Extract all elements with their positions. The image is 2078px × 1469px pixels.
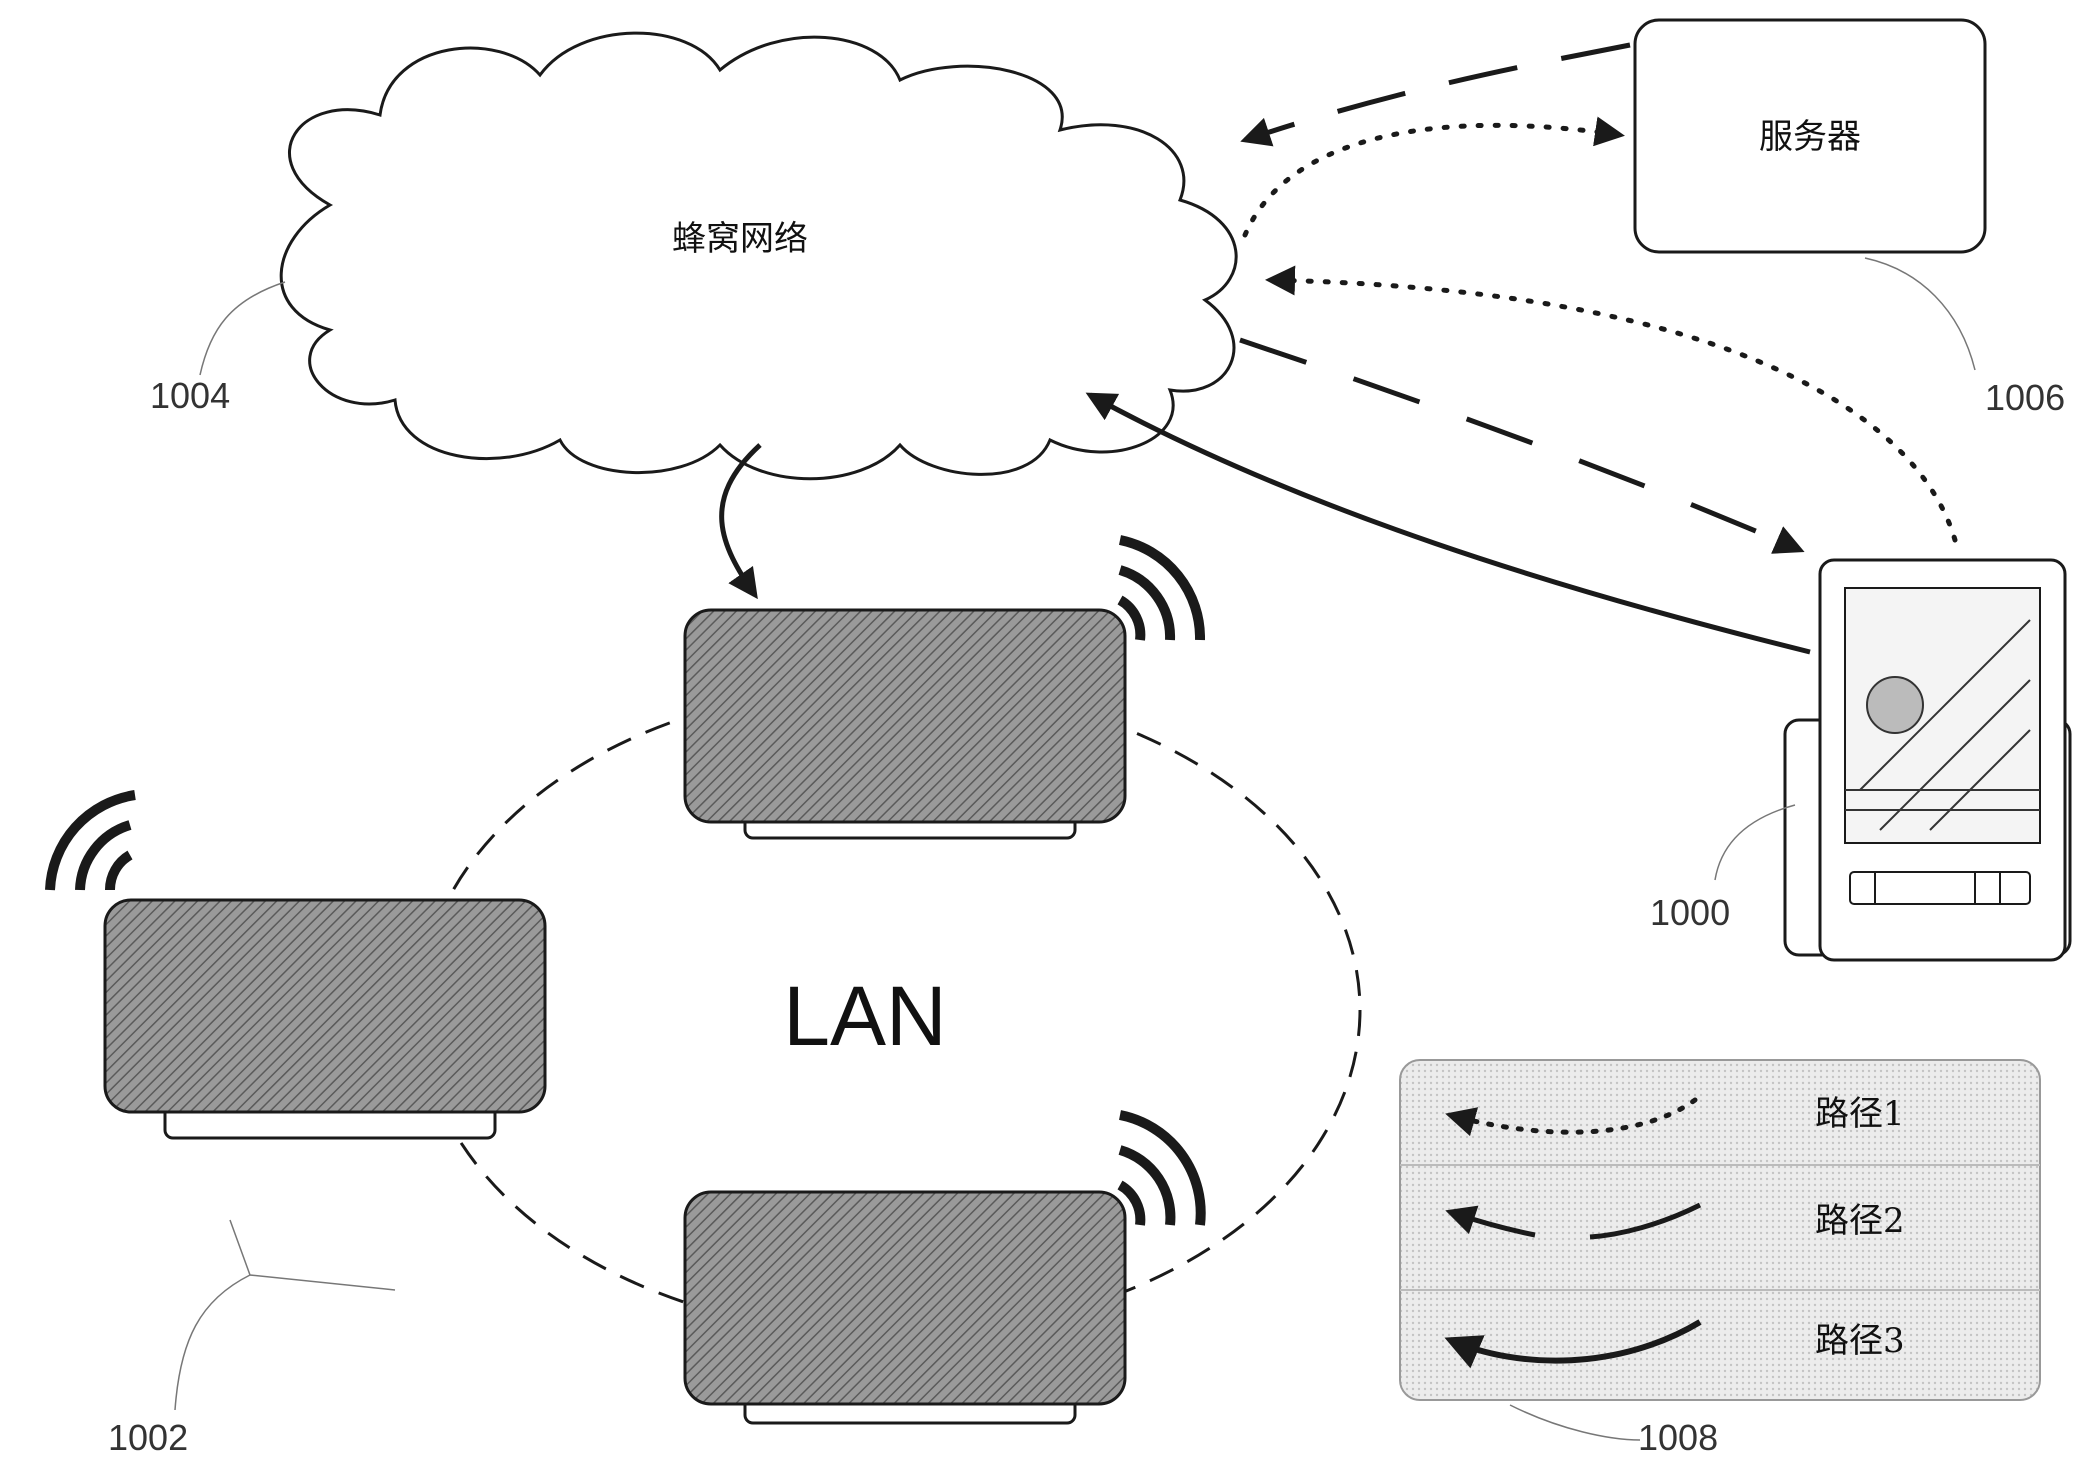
album-art-icon <box>1866 676 1924 734</box>
server-box: 服务器 <box>1633 18 1987 254</box>
device-1000 <box>1783 558 2072 962</box>
legend-item-path2: 路径2 <box>1445 1201 1905 1241</box>
legend-label-path3: 路径3 <box>1815 1321 1905 1361</box>
cellular-network-cloud: 蜂窝网络 <box>279 31 1238 481</box>
leader-1004 <box>199 281 286 376</box>
speaker-left <box>45 790 547 1140</box>
path1-device-to-cloud <box>1265 265 1958 543</box>
ref-1002: 1002 <box>108 1417 188 1458</box>
leader-1006 <box>1864 257 1976 371</box>
cellular-network-label: 蜂窝网络 <box>672 219 808 259</box>
lan-boundary <box>418 683 1362 1337</box>
speaker-bottom <box>683 1110 1206 1425</box>
path2-server-to-cloud <box>1240 42 1631 147</box>
device-volume-bar <box>1849 871 2031 905</box>
leader-1002 <box>174 1219 396 1411</box>
speaker-top <box>683 535 1206 840</box>
path1-cloud-to-server <box>1242 116 1625 238</box>
legend-item-path1: 路径1 <box>1445 1094 1905 1137</box>
ref-1000: 1000 <box>1650 892 1730 933</box>
ref-1008: 1008 <box>1638 1417 1718 1458</box>
path2-cloud-to-device <box>1239 337 1805 554</box>
path3-device-to-cloud <box>1085 392 1811 655</box>
wifi-waves-icon <box>1117 1110 1206 1226</box>
leader-1008 <box>1509 1404 1641 1441</box>
ref-1006: 1006 <box>1985 377 2065 418</box>
wifi-waves-icon <box>1117 535 1206 641</box>
server-label: 服务器 <box>1759 117 1861 157</box>
legend-label-path2: 路径2 <box>1815 1201 1905 1241</box>
leader-1000 <box>1714 804 1796 881</box>
ref-1004: 1004 <box>150 375 230 416</box>
path3-cloud-to-speaker <box>719 443 762 600</box>
wifi-waves-icon <box>45 790 136 891</box>
legend-item-path3: 路径3 <box>1444 1319 1905 1369</box>
legend-box: 路径1 路径2 路径3 <box>1399 1059 2041 1401</box>
legend-label-path1: 路径1 <box>1815 1094 1905 1134</box>
lan-label: LAN <box>783 969 946 1063</box>
